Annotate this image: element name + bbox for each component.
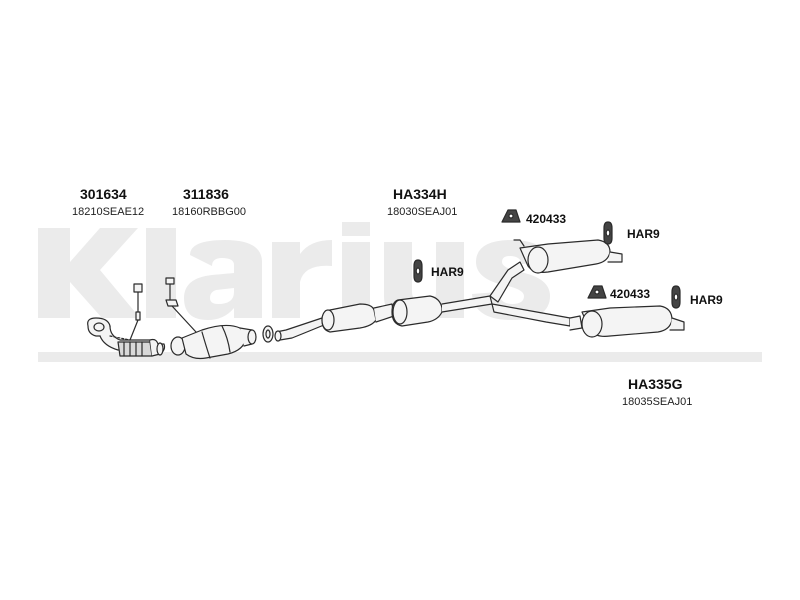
part-number-ha335g: HA335G (628, 376, 683, 392)
mount-rubber-har9-top-right-icon (603, 221, 613, 245)
part-number-ha334h: HA334H (393, 186, 447, 202)
part-number-301634: 301634 (80, 186, 127, 202)
centre-section-ha334h (274, 261, 571, 342)
part-number-311836: 311836 (183, 186, 229, 202)
part-number-har9-bottom-right: HAR9 (690, 293, 723, 307)
part-number-har9-top-right: HAR9 (627, 227, 660, 241)
front-pipe-301634 (87, 283, 166, 357)
mount-rubber-har9-left-icon (413, 259, 423, 283)
part-number-har9-left: HAR9 (431, 265, 464, 279)
oem-number-ha335g: 18035SEAJ01 (622, 396, 693, 408)
part-number-420433-top: 420433 (526, 212, 567, 226)
oem-number-ha334h: 18030SEAJ01 (387, 206, 458, 218)
mount-420433-bottom-icon (587, 285, 607, 299)
oem-number-311836: 18160RBBG00 (172, 206, 246, 218)
mount-420433-top-icon (501, 209, 521, 223)
rear-silencer-lower (569, 305, 685, 338)
gasket-ring (262, 325, 274, 343)
part-number-420433-bottom: 420433 (610, 287, 651, 301)
catalyst-311836 (165, 277, 257, 360)
oem-number-301634: 18210SEAE12 (72, 206, 145, 218)
mount-rubber-har9-bottom-right-icon (671, 285, 681, 309)
